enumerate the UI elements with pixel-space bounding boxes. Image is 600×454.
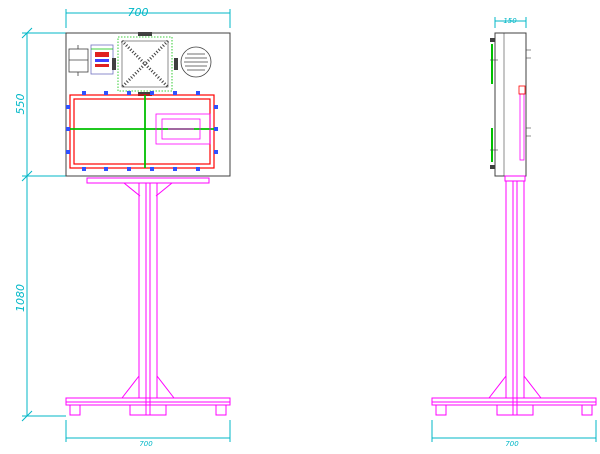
side-bottom-dimension [431, 420, 597, 442]
side-top-dimension [494, 17, 527, 28]
side-cabinet-details [490, 33, 531, 176]
side-stand [431, 175, 597, 416]
side-view: 150 [431, 17, 597, 448]
side-depth-label: 150 [503, 17, 517, 25]
front-panel-height-label: 550 [14, 94, 27, 115]
front-mount-clips [66, 91, 218, 171]
front-base-width-label: 700 [139, 440, 153, 448]
side-base-width-label: 700 [505, 440, 519, 448]
front-width-label: 700 [128, 6, 149, 19]
front-display-area [69, 94, 215, 169]
front-stand-height-label: 1080 [14, 284, 27, 312]
front-view: 700 550 1080 [14, 6, 231, 448]
front-x-pattern-block [112, 32, 178, 96]
front-round-vent [180, 46, 212, 78]
front-bottom-dimension [65, 420, 231, 442]
front-left-dimension [21, 27, 66, 422]
front-panel [65, 32, 231, 177]
front-left-component [68, 44, 114, 76]
front-stand [65, 177, 231, 416]
front-top-dimension [65, 9, 231, 28]
side-cabinet [494, 32, 527, 177]
